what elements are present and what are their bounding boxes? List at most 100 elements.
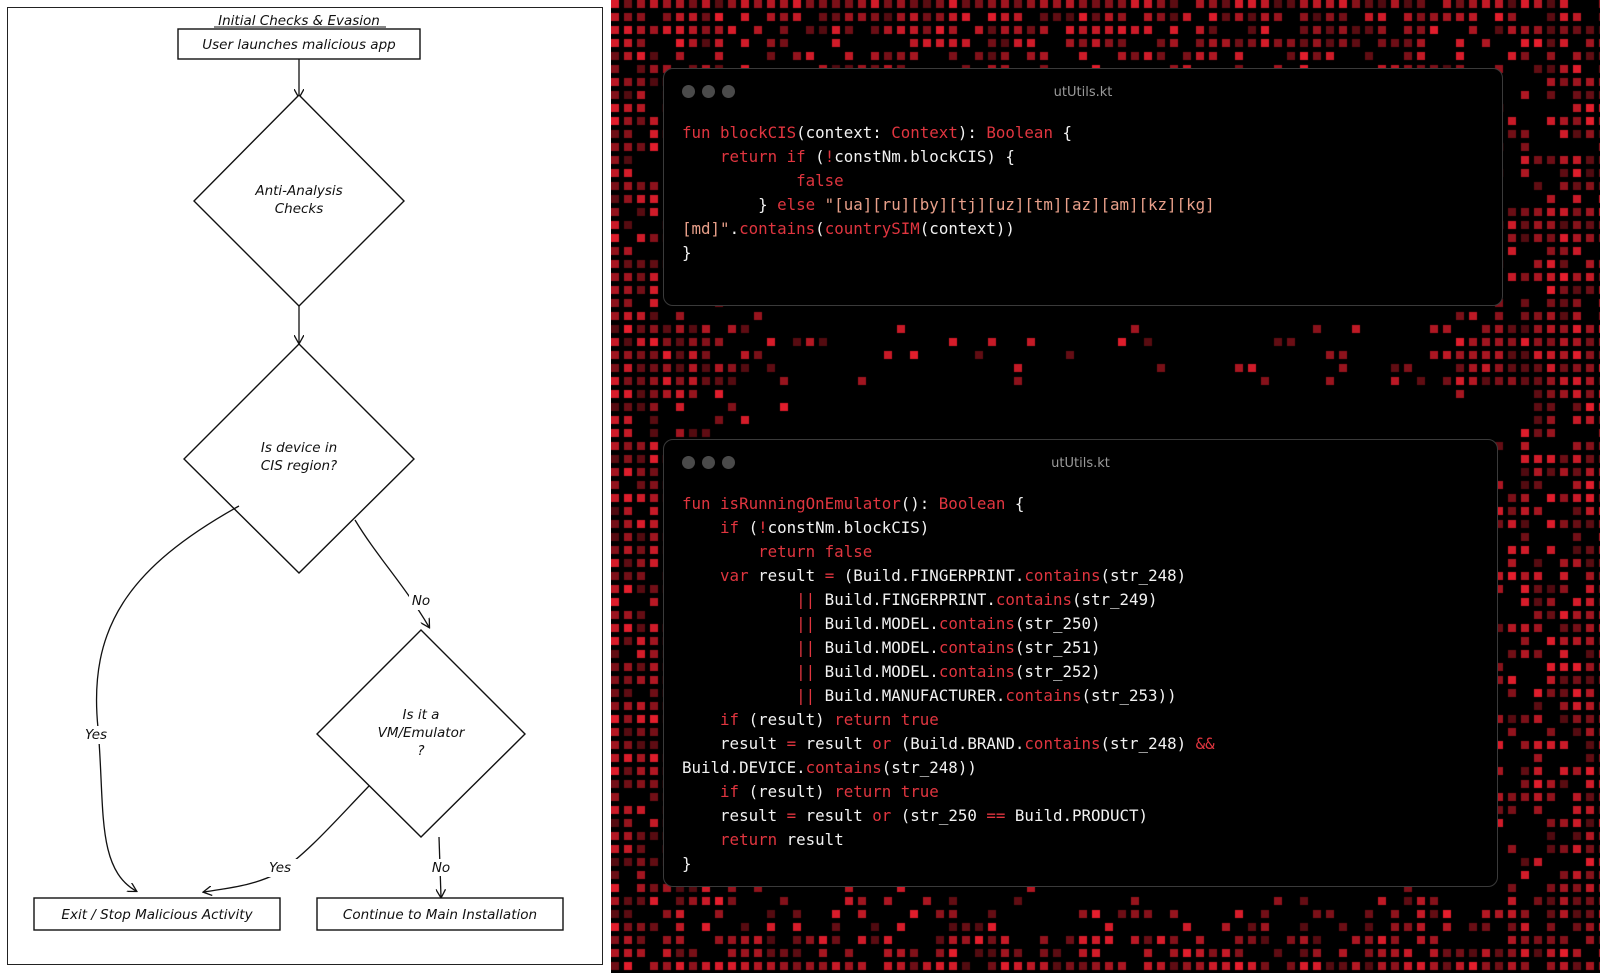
code-token: || [796,614,816,633]
code-token: contains [1005,686,1082,705]
continue-node: Continue to Main Installation [316,897,564,931]
code-token: } [682,243,692,262]
code-token: constNm.blockCIS) { [834,147,1015,166]
code-token [682,542,758,561]
code-token: fun [682,123,721,142]
code-token: contains [938,662,1015,681]
edge-vm-no-label: No [432,860,450,876]
code-block: fun blockCIS(context: Context): Boolean … [682,121,1215,265]
window-dot-icon [702,456,715,469]
code-token: contains [1024,734,1101,753]
code-token: (str_250) [1014,614,1101,633]
code-token: = [824,566,835,585]
code-token: result [796,806,873,825]
code-token [682,662,796,681]
anti-analysis-line-2: Checks [275,201,324,217]
code-token: return true [834,782,939,801]
code-token: (Build.BRAND. [891,734,1025,753]
code-token: (str_251) [1014,638,1101,657]
code-token [682,171,796,190]
code-token: result [796,734,873,753]
code-line: } [682,241,1215,265]
code-token: return true [834,710,939,729]
code-token: ( [805,147,825,166]
code-token: or [872,734,892,753]
flowchart-title: Initial Checks & Evasion [218,13,380,29]
code-card-filename: utUtils.kt [1051,456,1110,471]
decision-vm-emulator: Is it a VM/Emulator ? [316,629,526,838]
code-token [682,710,720,729]
code-token: contains [739,219,816,238]
code-token: "[ua][ru][by][tj][uz][tm][az][am][kz][kg… [824,195,1215,214]
code-token: ( [815,219,825,238]
code-line: [md]".contains(countrySIM(context)) [682,217,1215,241]
code-token: . [729,219,740,238]
start-node-label: User launches malicious app [202,37,395,53]
code-token: fun [682,494,721,513]
window-dot-icon [722,456,735,469]
code-token: (result) [739,710,835,729]
code-line: return false [682,540,1215,564]
code-card-emulator-check: utUtils.kt fun isRunningOnEmulator(): Bo… [663,439,1498,887]
code-token: ( [739,518,759,537]
code-token: ): [957,123,987,142]
code-card-block-cis: utUtils.kt fun blockCIS(context: Context… [663,68,1503,306]
code-token: Build.MODEL. [815,638,939,657]
edge-cis-no [354,519,429,627]
code-token [815,195,825,214]
code-token: false [796,171,844,190]
code-token: || [796,590,816,609]
code-token [682,566,720,585]
code-token: [md]" [682,219,730,238]
vm-line-1: Is it a [403,707,440,723]
code-line: } [682,852,1215,876]
window-dot-icon [682,85,695,98]
code-token: } [682,854,692,873]
code-token: (str_248) [1100,734,1196,753]
code-token: ! [824,147,835,166]
anti-analysis-line-1: Anti-Analysis [254,183,342,199]
code-token: (Build.FINGERPRINT. [834,566,1025,585]
code-token: else [777,195,816,214]
code-token: result [682,734,787,753]
code-token: (str_253)) [1081,686,1177,705]
continue-node-label: Continue to Main Installation [343,907,537,923]
code-line: || Build.MODEL.contains(str_250) [682,612,1215,636]
code-line: return if (!constNm.blockCIS) { [682,145,1215,169]
code-line: fun blockCIS(context: Context): Boolean … [682,121,1215,145]
code-token [682,830,720,849]
edge-cis-yes-label: Yes [85,727,107,743]
start-node: User launches malicious app [177,28,421,60]
edge-vm-no-label-bg [429,859,455,876]
edge-vm-yes-label-bg [264,859,298,877]
code-token: contains [938,638,1015,657]
code-token: contains [1024,566,1101,585]
code-token: (str_249) [1071,590,1158,609]
code-line: || Build.MANUFACTURER.contains(str_253)) [682,684,1215,708]
code-token: == [986,806,1006,825]
code-token: result [777,830,844,849]
code-line: } else "[ua][ru][by][tj][uz][tm][az][am]… [682,193,1215,217]
code-token: Build.DEVICE. [682,758,806,777]
decision-cis-region: Is device in CIS region? [183,343,415,574]
code-token: || [796,662,816,681]
code-token: (str_250 [891,806,987,825]
code-token: { [1005,494,1025,513]
code-token: Build.PRODUCT) [1005,806,1149,825]
code-token [682,518,720,537]
code-token: Context [891,123,958,142]
code-token: (): [900,494,939,513]
vm-line-3: ? [417,743,424,759]
code-panel: utUtils.kt fun blockCIS(context: Context… [611,0,1600,973]
code-token [682,590,796,609]
code-token: } [682,195,778,214]
code-token [682,638,796,657]
code-token: Build.MANUFACTURER. [815,686,1006,705]
code-line: || Build.MODEL.contains(str_251) [682,636,1215,660]
code-token: if [720,518,740,537]
code-token: countrySIM [824,219,920,238]
code-token: result [748,566,825,585]
code-token: Build.MODEL. [815,614,939,633]
window-dot-icon [722,85,735,98]
code-line: result = result or (Build.BRAND.contains… [682,732,1215,756]
